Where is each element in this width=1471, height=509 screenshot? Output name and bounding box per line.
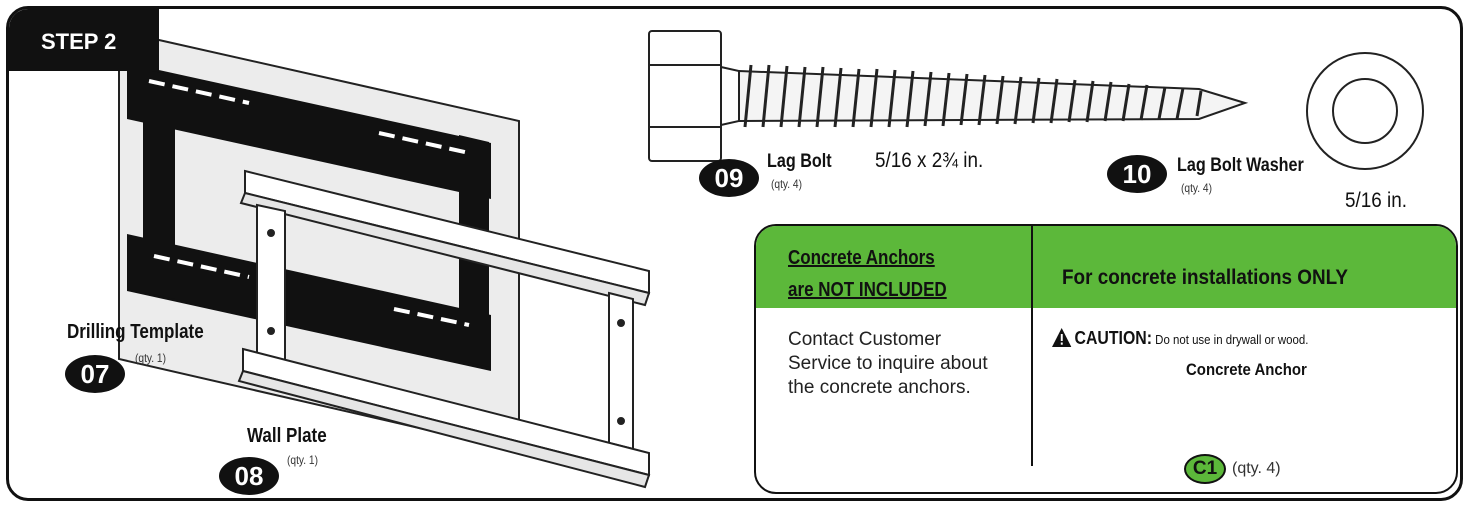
lag-bolt-label: Lag Bolt	[767, 151, 832, 172]
contact-customer-service-text: Contact Customer Service to inquire abou…	[788, 329, 988, 398]
step-tab	[9, 9, 159, 71]
wall-plate-qty: (qty. 1)	[287, 453, 318, 467]
wall-plate	[237, 169, 651, 489]
lag-bolt-washer-qty: (qty. 4)	[1181, 181, 1212, 195]
step-label: STEP 2	[41, 29, 117, 54]
concrete-heading-line2: are NOT INCLUDED	[788, 279, 947, 301]
drilling-template-label: Drilling Template	[67, 321, 204, 343]
wall-plate-label: Wall Plate	[247, 425, 327, 447]
part-number-09-badge: 09	[699, 159, 759, 197]
drilling-template-frame	[127, 63, 491, 371]
panel-divider	[1031, 226, 1033, 466]
concrete-anchor-panel: Concrete Anchors are NOT INCLUDED For co…	[754, 224, 1458, 494]
lag-bolt-qty: (qty. 4)	[771, 177, 802, 191]
anchor-qty: (qty. 4)	[1232, 460, 1281, 477]
part-number-10-badge: 10	[1107, 155, 1167, 193]
lag-bolt-size: 5/16 x 2¾ in.	[875, 149, 984, 172]
anchor-code-badge: C1	[1184, 454, 1226, 484]
drilling-template-qty: (qty. 1)	[135, 351, 166, 365]
template-slots	[148, 79, 470, 327]
concrete-panel-header	[756, 226, 1456, 308]
part-number-07-badge: 07	[65, 355, 125, 393]
warning-triangle-icon	[1052, 328, 1072, 347]
lag-bolt-washer-label: Lag Bolt Washer	[1177, 155, 1304, 176]
step-frame: STEP 2 Drilling Template (qty. 1) 07 Wal…	[6, 6, 1463, 501]
caution-notice: CAUTION: Do not use in drywall or wood.	[1052, 328, 1343, 349]
caution-label: CAUTION:	[1074, 328, 1152, 348]
concrete-only-heading: For concrete installations ONLY	[1062, 266, 1349, 289]
concrete-heading-line1: Concrete Anchors	[788, 247, 935, 269]
concrete-not-included-heading: Concrete Anchors are NOT INCLUDED	[788, 242, 947, 306]
caution-text: Do not use in drywall or wood.	[1155, 332, 1309, 347]
lag-bolt-washer-drawing	[1306, 52, 1424, 170]
lag-bolt-drawing	[648, 30, 1249, 162]
part-number-08-badge: 08	[219, 457, 279, 495]
concrete-anchor-title: Concrete Anchor	[1186, 360, 1307, 379]
lag-bolt-washer-size: 5/16 in.	[1345, 189, 1408, 212]
